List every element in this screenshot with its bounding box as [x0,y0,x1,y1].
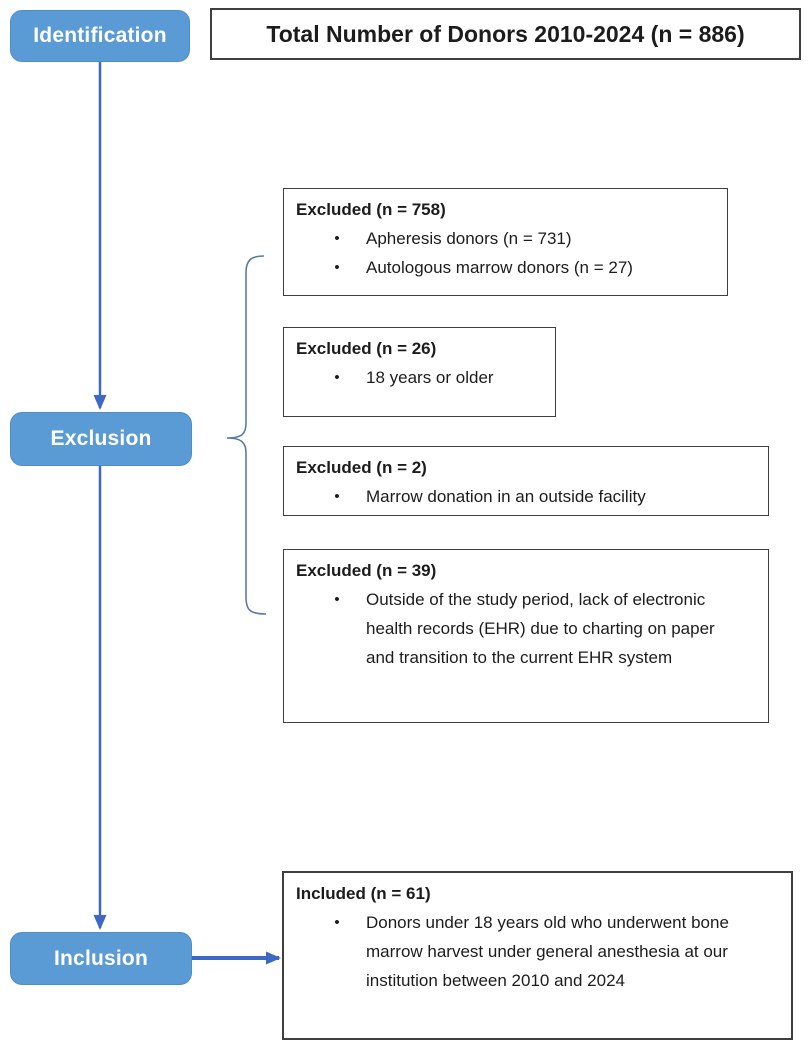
bullet-item: • Donors under 18 years old who underwen… [296,908,781,995]
bullet-item: • Autologous marrow donors (n = 27) [296,253,717,282]
excluded-box-4-title: Excluded (n = 39) [296,561,437,580]
excluded-box-2-bullets: • 18 years or older [296,363,545,392]
title-box: Total Number of Donors 2010-2024 (n = 88… [210,8,801,60]
bullet-item: • 18 years or older [296,363,545,392]
stage-exclusion: Exclusion [10,412,192,466]
stage-inclusion-label: Inclusion [54,946,148,970]
included-box-bullets: • Donors under 18 years old who underwen… [296,908,781,995]
stage-identification: Identification [10,10,190,62]
included-box: Included (n = 61) • Donors under 18 year… [282,871,793,1040]
bullet-icon: • [334,230,340,247]
title-box-label: Total Number of Donors 2010-2024 (n = 88… [266,20,745,47]
excluded-box-4: Excluded (n = 39) • Outside of the study… [283,549,769,723]
excluded-box-3: Excluded (n = 2) • Marrow donation in an… [283,446,769,516]
bullet-label: Donors under 18 years old who underwent … [366,913,729,990]
stage-inclusion: Inclusion [10,932,192,985]
bullet-label: Autologous marrow donors (n = 27) [366,258,633,277]
excluded-box-3-title: Excluded (n = 2) [296,458,427,477]
bullet-icon: • [334,591,340,608]
brace-icon [226,255,267,615]
bullet-icon: • [334,259,340,276]
excluded-box-4-bullets: • Outside of the study period, lack of e… [296,585,758,672]
bullet-label: Apheresis donors (n = 731) [366,229,572,248]
excluded-box-2: Excluded (n = 26) • 18 years or older [283,327,556,417]
excluded-box-1-bullets: • Apheresis donors (n = 731) • Autologou… [296,224,717,282]
excluded-box-3-bullets: • Marrow donation in an outside facility [296,482,758,511]
stage-identification-label: Identification [33,24,167,47]
excluded-box-1: Excluded (n = 758) • Apheresis donors (n… [283,188,728,296]
stage-exclusion-label: Exclusion [50,427,152,450]
bullet-label: 18 years or older [366,368,494,387]
bullet-label: Outside of the study period, lack of ele… [366,590,715,667]
included-box-title: Included (n = 61) [296,884,431,903]
bullet-label: Marrow donation in an outside facility [366,487,646,506]
bullet-icon: • [334,488,340,505]
bullet-icon: • [334,369,340,386]
excluded-box-1-title: Excluded (n = 758) [296,200,446,219]
excluded-box-2-title: Excluded (n = 26) [296,339,437,358]
bullet-item: • Marrow donation in an outside facility [296,482,758,511]
bullet-item: • Outside of the study period, lack of e… [296,585,758,672]
bullet-item: • Apheresis donors (n = 731) [296,224,717,253]
bullet-icon: • [334,914,340,931]
